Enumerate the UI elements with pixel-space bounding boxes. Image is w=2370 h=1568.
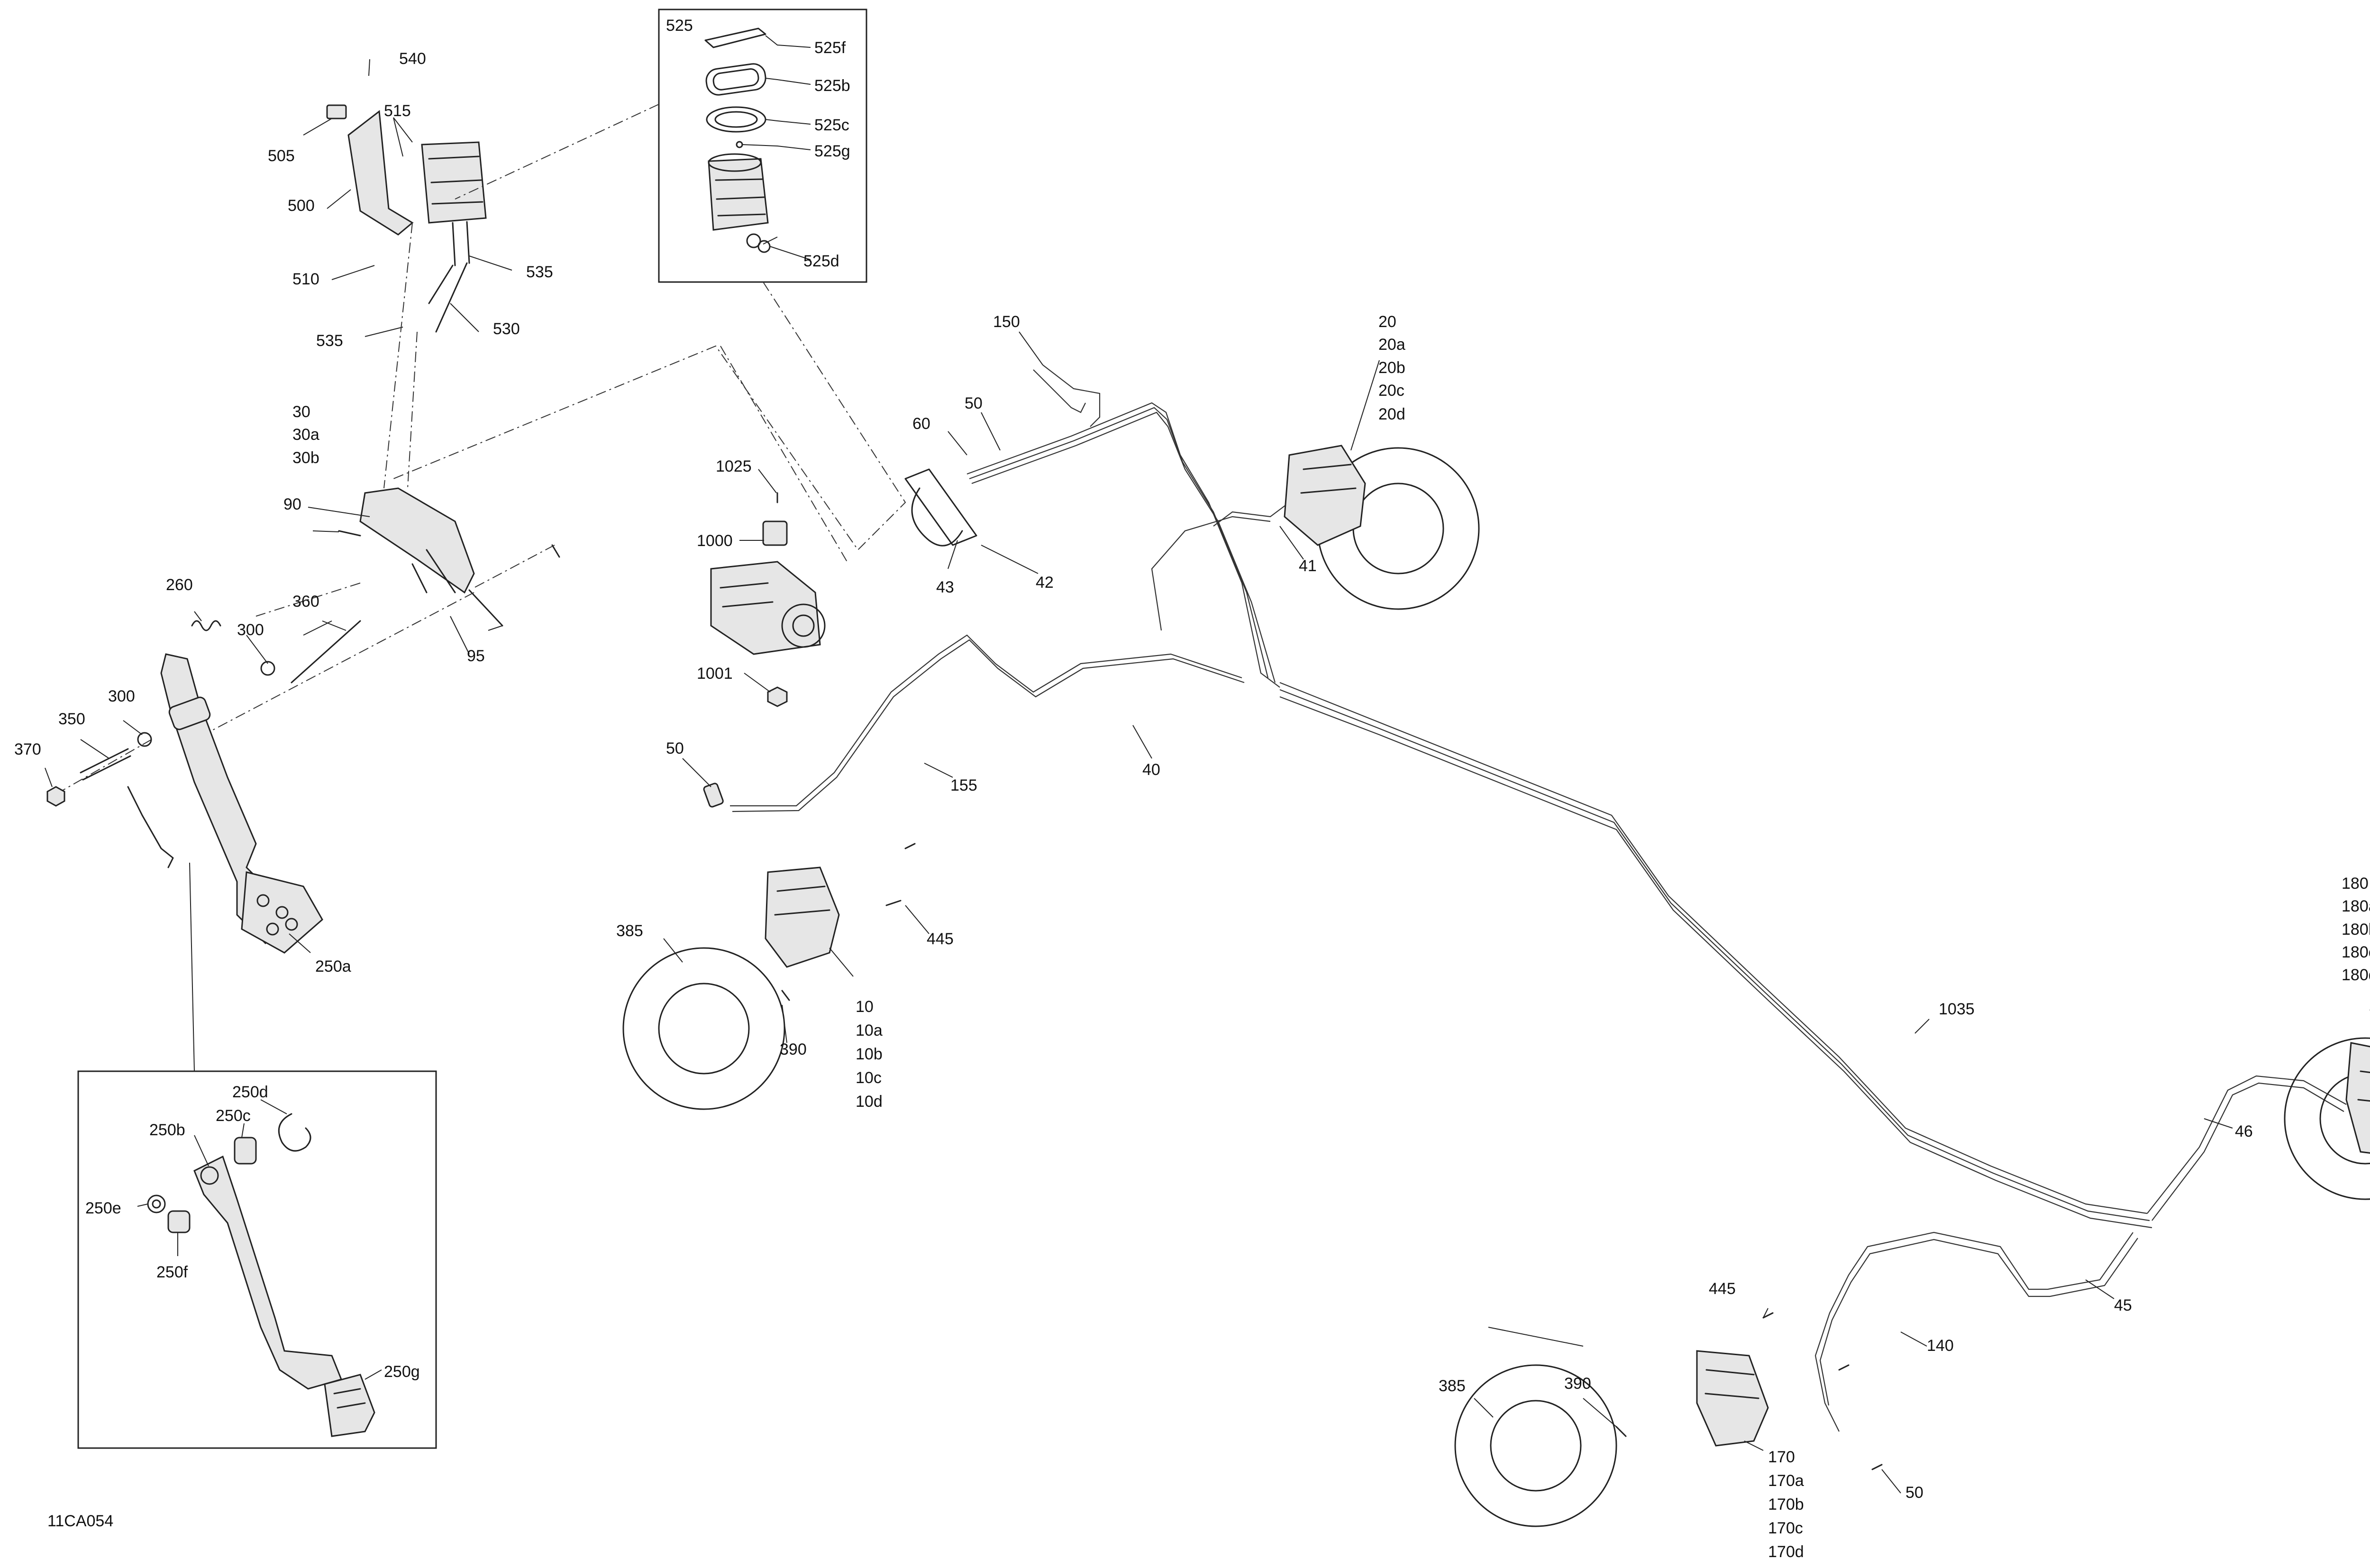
callout-42: 42	[1036, 574, 1054, 592]
callout-10d: 10d	[856, 1093, 883, 1111]
callout-43: 43	[936, 578, 954, 596]
callout-1001: 1001	[697, 665, 733, 683]
callout-515: 515	[384, 102, 411, 120]
callout-90: 90	[283, 495, 301, 513]
callout-60: 60	[912, 415, 930, 433]
callout-10a: 10a	[856, 1021, 883, 1039]
callout-530: 530	[493, 320, 520, 338]
callout-300: 300	[108, 687, 135, 705]
callout-525c: 525c	[814, 116, 849, 134]
callout-180: 180	[2342, 875, 2369, 893]
callout-260: 260	[166, 576, 193, 594]
callout-labels: 540 505 515 500 510 535 535 530 30 30a 3…	[14, 17, 2370, 1561]
callout-155: 155	[950, 776, 977, 794]
callout-180a: 180a	[2342, 897, 2370, 915]
callout-20b: 20b	[1378, 359, 1405, 377]
callout-250d: 250d	[232, 1083, 268, 1101]
callout-535: 535	[316, 332, 343, 350]
callout-10b: 10b	[856, 1045, 883, 1063]
reservoir-detail-inset	[658, 9, 867, 283]
callout-20c: 20c	[1378, 382, 1404, 400]
brake-pedal-assembly	[45, 611, 503, 1072]
callout-540: 540	[399, 50, 426, 68]
callout-45: 45	[2114, 1296, 2132, 1314]
callout-445: 445	[927, 930, 954, 948]
callout-180d: 180d	[2342, 966, 2370, 984]
master-cylinder-assembly	[303, 59, 560, 655]
callout-525b: 525b	[814, 77, 850, 95]
callout-1025: 1025	[716, 457, 752, 475]
callout-170a: 170a	[1768, 1472, 1804, 1490]
callout-525g: 525g	[814, 142, 850, 160]
brake-lines	[682, 331, 2347, 1432]
callout-95: 95	[467, 647, 485, 665]
callout-1035: 1035	[1939, 1000, 1975, 1018]
pedal-detail-inset	[77, 1070, 437, 1449]
callout-510: 510	[292, 270, 319, 288]
callout-30a: 30a	[292, 426, 319, 444]
callout-50: 50	[666, 739, 684, 757]
callout-250c: 250c	[216, 1107, 251, 1125]
callout-525f: 525f	[814, 39, 846, 57]
callout-180b: 180b	[2342, 921, 2370, 939]
callout-41: 41	[1299, 557, 1317, 575]
abs-module	[710, 469, 826, 707]
callout-20a: 20a	[1378, 336, 1405, 354]
callout-250a: 250a	[315, 957, 351, 975]
callout-180c: 180c	[2342, 943, 2370, 961]
front-left-brake	[622, 843, 930, 1110]
callout-150: 150	[993, 313, 1020, 331]
callout-445: 445	[1709, 1280, 1736, 1298]
callout-390: 390	[780, 1040, 807, 1058]
front-right-brake	[1284, 360, 1480, 610]
callout-385: 385	[616, 922, 643, 940]
callout-525d: 525d	[803, 252, 839, 270]
callout-140: 140	[1927, 1337, 1954, 1355]
callout-46: 46	[2235, 1122, 2253, 1140]
callout-500: 500	[288, 197, 315, 215]
callout-50: 50	[965, 394, 983, 412]
callout-525: 525	[666, 17, 693, 35]
callout-390: 390	[1564, 1375, 1591, 1393]
callout-250f: 250f	[156, 1263, 188, 1281]
callout-10c: 10c	[856, 1069, 882, 1087]
callout-170d: 170d	[1768, 1543, 1804, 1561]
callout-250g: 250g	[384, 1363, 420, 1381]
callout-535: 535	[526, 263, 553, 281]
rear-right-brake	[2284, 1010, 2370, 1200]
callout-1000: 1000	[697, 532, 733, 550]
callout-385: 385	[1439, 1377, 1466, 1395]
callout-350: 350	[58, 710, 85, 728]
rear-left-brake	[1454, 1308, 1901, 1527]
callout-250e: 250e	[85, 1199, 121, 1217]
callout-370: 370	[14, 740, 41, 758]
callout-300: 300	[237, 621, 264, 639]
callout-20: 20	[1378, 313, 1396, 331]
callout-250b: 250b	[149, 1121, 185, 1139]
callout-170: 170	[1768, 1448, 1795, 1466]
callout-10: 10	[856, 998, 874, 1016]
callout-170b: 170b	[1768, 1495, 1804, 1513]
callout-50: 50	[1905, 1484, 1923, 1502]
figure-code: 11CA054	[47, 1512, 113, 1530]
callout-20d: 20d	[1378, 405, 1405, 423]
callout-30: 30	[292, 403, 310, 421]
callout-360: 360	[292, 593, 319, 611]
callout-30b: 30b	[292, 449, 319, 467]
callout-40: 40	[1142, 761, 1160, 779]
assembly-centerlines	[52, 104, 906, 797]
callout-170c: 170c	[1768, 1519, 1803, 1537]
callout-505: 505	[268, 147, 295, 165]
